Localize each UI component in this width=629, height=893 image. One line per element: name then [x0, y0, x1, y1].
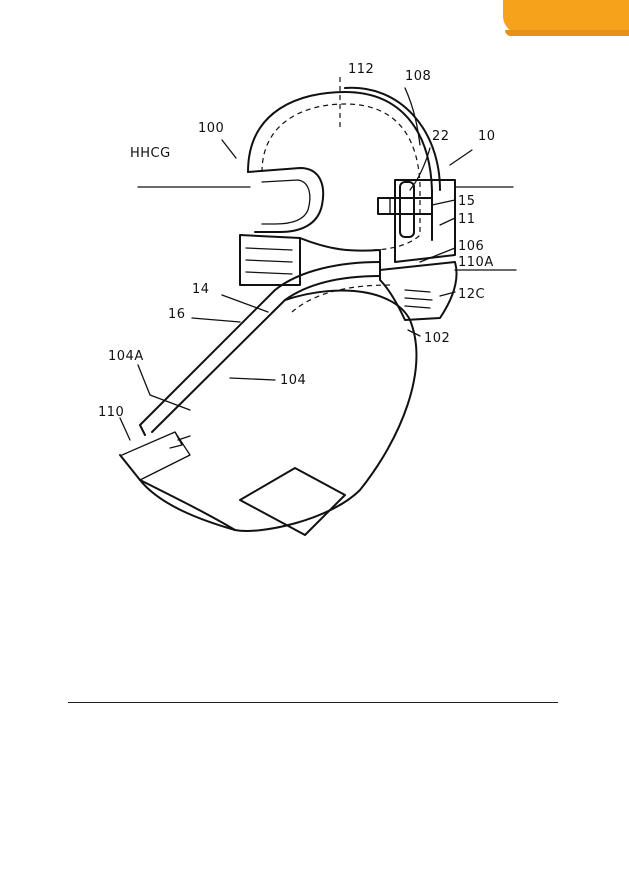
- label-10: 10: [478, 129, 496, 144]
- label-hhcg: HHCG: [130, 146, 171, 161]
- label-16: 16: [168, 307, 186, 322]
- leader-22: [409, 147, 431, 191]
- jersey-panel: [239, 467, 346, 536]
- leader-102: [407, 329, 421, 337]
- leader-104a: [137, 364, 191, 411]
- torso-lower: [139, 479, 236, 531]
- chin-guard-slots: [245, 247, 293, 275]
- label-104a: 104A: [108, 349, 144, 364]
- corner-tab-shadow: [505, 30, 629, 36]
- support-plate: [394, 179, 456, 263]
- chin-guard: [239, 234, 301, 286]
- leader-10: [449, 149, 473, 166]
- label-104: 104: [280, 373, 306, 388]
- neck-collar: [379, 261, 458, 321]
- corner-tab: [503, 0, 629, 34]
- strap-buckle: [377, 197, 433, 215]
- label-15: 15: [458, 194, 476, 209]
- label-102: 102: [424, 331, 450, 346]
- leader-106: [419, 247, 456, 263]
- helmet-shell: [247, 91, 433, 241]
- label-110a: 110A: [458, 255, 494, 270]
- label-11: 11: [458, 212, 476, 227]
- jersey-tear: [169, 431, 191, 449]
- label-14: 14: [192, 282, 210, 297]
- face-mask-inner: [261, 179, 311, 225]
- label-110: 110: [98, 405, 124, 420]
- collar-hatching: [404, 289, 433, 309]
- helmet-jaw: [299, 237, 381, 271]
- leader-11: [439, 217, 456, 226]
- leader-15: [431, 199, 456, 206]
- torso: [119, 289, 418, 532]
- helmet-liner: [261, 103, 421, 251]
- leader-100: [221, 139, 237, 159]
- label-108: 108: [405, 69, 431, 84]
- leader-104: [229, 377, 276, 381]
- face-mask: [247, 167, 325, 233]
- label-12c: 12C: [458, 287, 485, 302]
- label-112: 112: [348, 62, 374, 77]
- leader-12c: [439, 291, 456, 297]
- jersey-sleeve: [121, 431, 191, 481]
- divider-rule: [68, 702, 558, 703]
- label-22: 22: [432, 129, 450, 144]
- helmet-shell-outer: [344, 86, 441, 191]
- leader-16: [191, 317, 241, 323]
- leader-14: [221, 294, 269, 313]
- leader-108: [404, 87, 421, 146]
- leader-110: [119, 417, 131, 441]
- label-100: 100: [198, 121, 224, 136]
- shoulder-brace-outer: [139, 261, 381, 436]
- label-106: 106: [458, 239, 484, 254]
- strap-clip: [399, 181, 415, 238]
